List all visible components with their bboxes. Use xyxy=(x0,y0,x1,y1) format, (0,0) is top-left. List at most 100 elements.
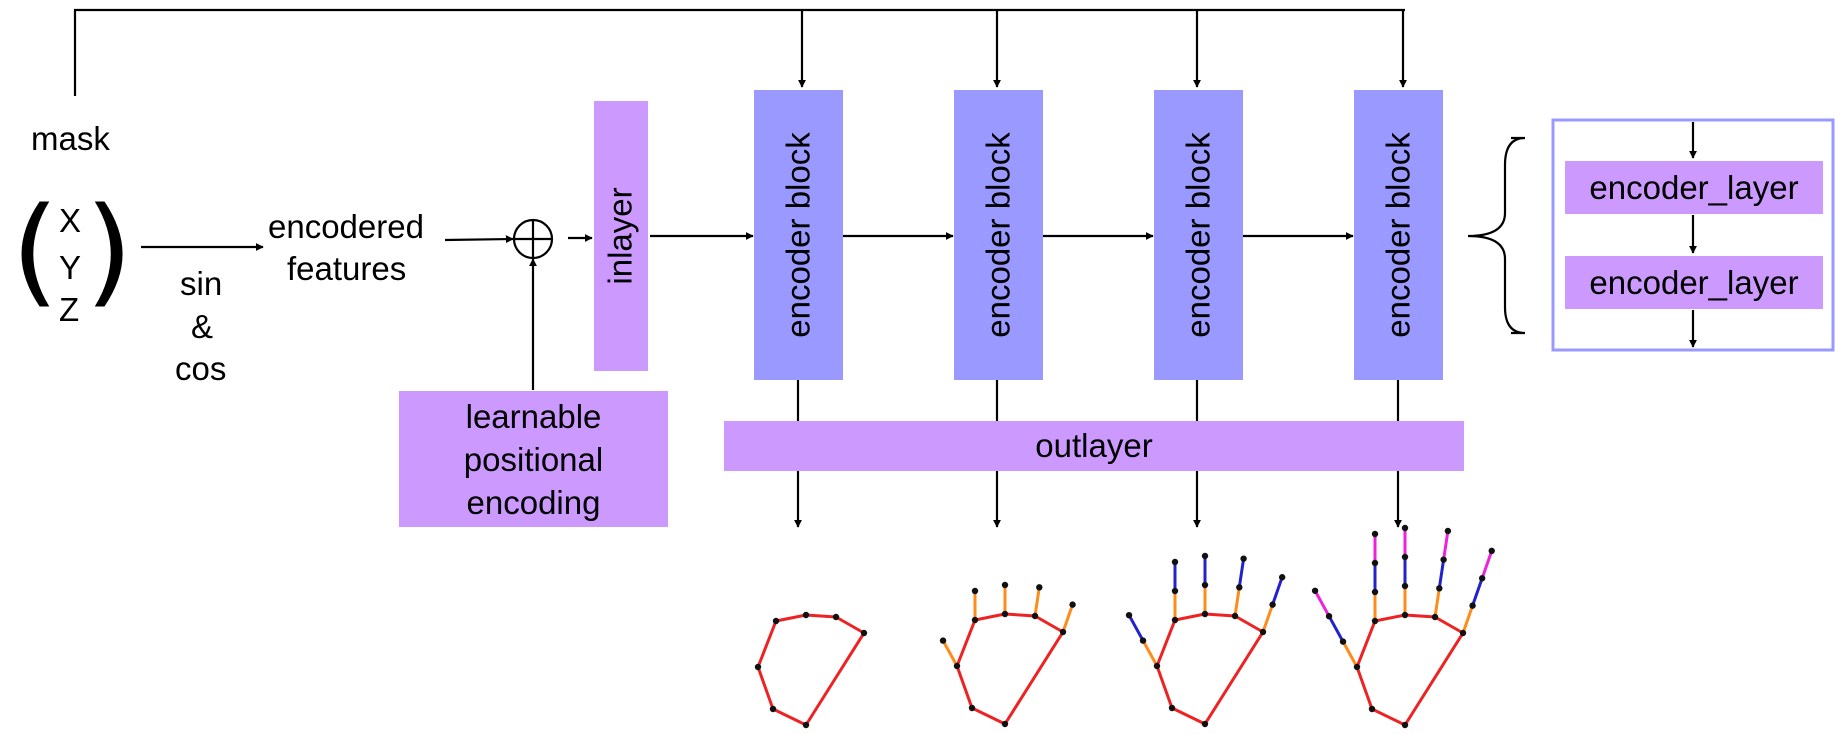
hand-joint xyxy=(1153,662,1161,670)
hand-bone xyxy=(1261,603,1275,634)
hand-bone xyxy=(1127,613,1145,643)
hand-joint xyxy=(971,616,979,624)
hand-joint xyxy=(1201,720,1209,728)
learnable-positional-encoding-box: learnable positional encoding xyxy=(399,391,668,527)
hand-joint xyxy=(1371,530,1379,538)
hand-bone xyxy=(1355,665,1374,711)
sin-label: sin xyxy=(180,265,223,302)
hand-joint xyxy=(1401,582,1409,590)
hand-joint xyxy=(772,617,780,625)
outlayer-box: outlayer xyxy=(724,421,1464,471)
encodered-features-line1: encodered xyxy=(268,208,424,245)
hand-bone xyxy=(1237,557,1246,589)
hand-skeletons xyxy=(754,524,1495,729)
hand-bone xyxy=(1341,640,1359,669)
hand-bone xyxy=(1173,612,1207,622)
hand-joint xyxy=(754,663,762,671)
encoder-layer-2: encoder_layer xyxy=(1565,256,1823,309)
hand-joint xyxy=(1269,601,1276,608)
hand-joint xyxy=(1488,547,1495,555)
hand-joint xyxy=(1431,613,1439,621)
hand-bone xyxy=(1313,589,1331,618)
encoder-layer-label: encoder_layer xyxy=(1589,168,1799,206)
hand-joint xyxy=(1444,527,1452,535)
y-coord: Y xyxy=(59,249,82,286)
hand-bone xyxy=(804,631,866,727)
learnable-line1: learnable xyxy=(465,397,602,435)
encoder-block-3: encoder block xyxy=(1154,90,1243,380)
hand-bone xyxy=(1403,613,1437,619)
hand-joint xyxy=(1001,581,1009,589)
mask-label: mask xyxy=(31,120,110,157)
hand-bone xyxy=(834,615,866,635)
outlayer-label: outlayer xyxy=(1035,427,1153,464)
hand-joint xyxy=(968,704,976,712)
encoder-block-label: encoder block xyxy=(779,132,817,338)
encoder-block-label: encoder block xyxy=(979,132,1017,338)
hand-joint xyxy=(1353,663,1361,671)
hand-joint xyxy=(1459,629,1467,637)
hand-joint xyxy=(1401,553,1409,561)
hand-joint xyxy=(1278,574,1286,581)
hand-bone xyxy=(1327,614,1345,644)
hand-joint xyxy=(1231,612,1239,620)
left-paren: ( xyxy=(10,181,60,319)
hand-joint xyxy=(1201,552,1209,560)
hand-joint xyxy=(1371,617,1379,625)
encoder-block-label: encoder block xyxy=(1179,132,1217,338)
hand-joint xyxy=(1436,585,1443,592)
hand-bone xyxy=(1433,615,1465,635)
hand-bone xyxy=(1461,604,1475,635)
hand-joint xyxy=(1339,638,1347,645)
hand-joint xyxy=(1201,581,1209,589)
encoder-block-label: encoder block xyxy=(1379,132,1417,338)
hand-joint xyxy=(1401,524,1409,532)
learnable-line2: positional xyxy=(463,440,604,478)
hand-bone xyxy=(1437,558,1446,590)
hand-joint xyxy=(1031,612,1039,620)
hand-joint xyxy=(939,637,947,644)
hand-joint xyxy=(1469,602,1476,609)
hand-bone xyxy=(1203,630,1265,726)
cos-label: cos xyxy=(175,350,227,387)
encoder-block-detail xyxy=(1551,118,1835,352)
hand-bone xyxy=(1271,575,1284,607)
hand-bone xyxy=(1155,664,1174,710)
hand-bone xyxy=(1170,706,1207,726)
hand-joint xyxy=(769,705,777,713)
hand-bone xyxy=(774,613,808,623)
hand-bone xyxy=(1033,585,1041,618)
encodered-features-line2: features xyxy=(287,250,407,287)
hand-bone xyxy=(1480,549,1494,580)
hand-bone xyxy=(955,618,977,668)
z-coord: Z xyxy=(59,291,80,328)
hand-joint xyxy=(802,721,810,729)
hand-joint xyxy=(1001,610,1009,618)
x-coord: X xyxy=(59,202,82,239)
hand-bone xyxy=(756,665,775,711)
hand-joint xyxy=(953,662,961,670)
learnable-line3: encoding xyxy=(466,483,601,521)
hand-joint xyxy=(1311,587,1319,594)
hand-joint xyxy=(1368,705,1376,713)
hand-bone xyxy=(1141,639,1159,668)
hand-bone xyxy=(1203,612,1237,618)
hand-bone xyxy=(1373,613,1407,623)
output-arrows xyxy=(794,470,1402,528)
hand-joint xyxy=(860,629,868,637)
hand-bone xyxy=(1033,614,1065,634)
hand-joint xyxy=(1201,610,1209,618)
hand-bone xyxy=(973,612,1007,622)
hand-joint xyxy=(1371,588,1379,596)
hand-bone xyxy=(1061,603,1075,634)
encoder-layer-1: encoder_layer xyxy=(1565,161,1823,214)
hand-bone xyxy=(804,613,838,619)
encoder-block-2: encoder block xyxy=(954,90,1043,380)
hand-joint xyxy=(1125,611,1133,619)
sum-node xyxy=(512,218,554,260)
hand-bone xyxy=(1403,631,1465,727)
hand-joint xyxy=(802,611,810,619)
hand-joint xyxy=(1236,584,1243,591)
hand-bone xyxy=(970,706,1007,726)
